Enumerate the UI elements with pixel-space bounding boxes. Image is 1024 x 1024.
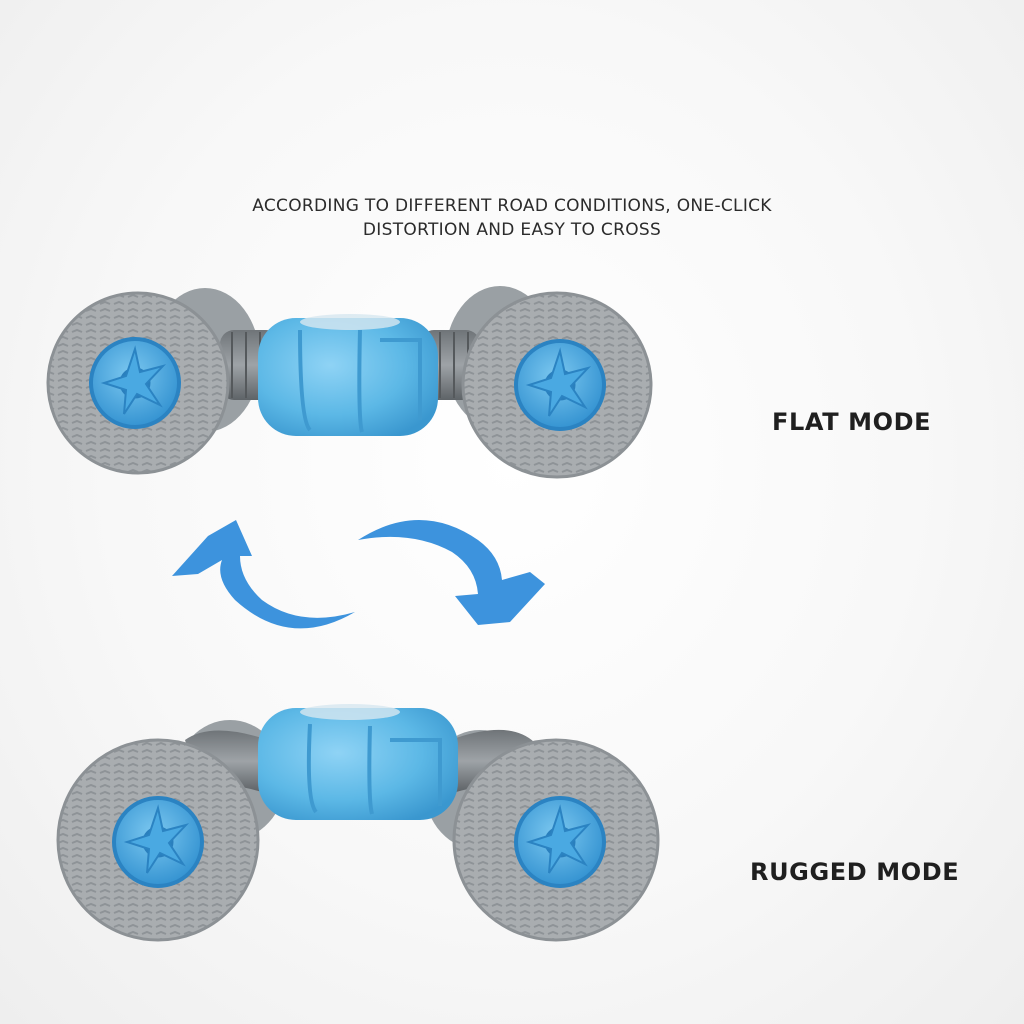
flat-mode-car [46, 286, 653, 479]
headline-line-1: ACCORDING TO DIFFERENT ROAD CONDITIONS, … [252, 196, 772, 216]
flat-mode-label: FLAT MODE [772, 408, 932, 436]
rugged-mode-car [56, 704, 660, 942]
headline-line-2: DISTORTION AND EASY TO CROSS [362, 220, 662, 240]
rotate-arrow-left-icon [172, 520, 355, 629]
headline-text: ACCORDING TO DIFFERENT ROAD CONDITIONS, … [0, 194, 1024, 242]
car-body-flat [258, 318, 438, 436]
rotate-arrow-right-icon [358, 520, 545, 625]
rugged-mode-label: RUGGED MODE [750, 858, 960, 886]
car-body-rugged [258, 708, 458, 820]
